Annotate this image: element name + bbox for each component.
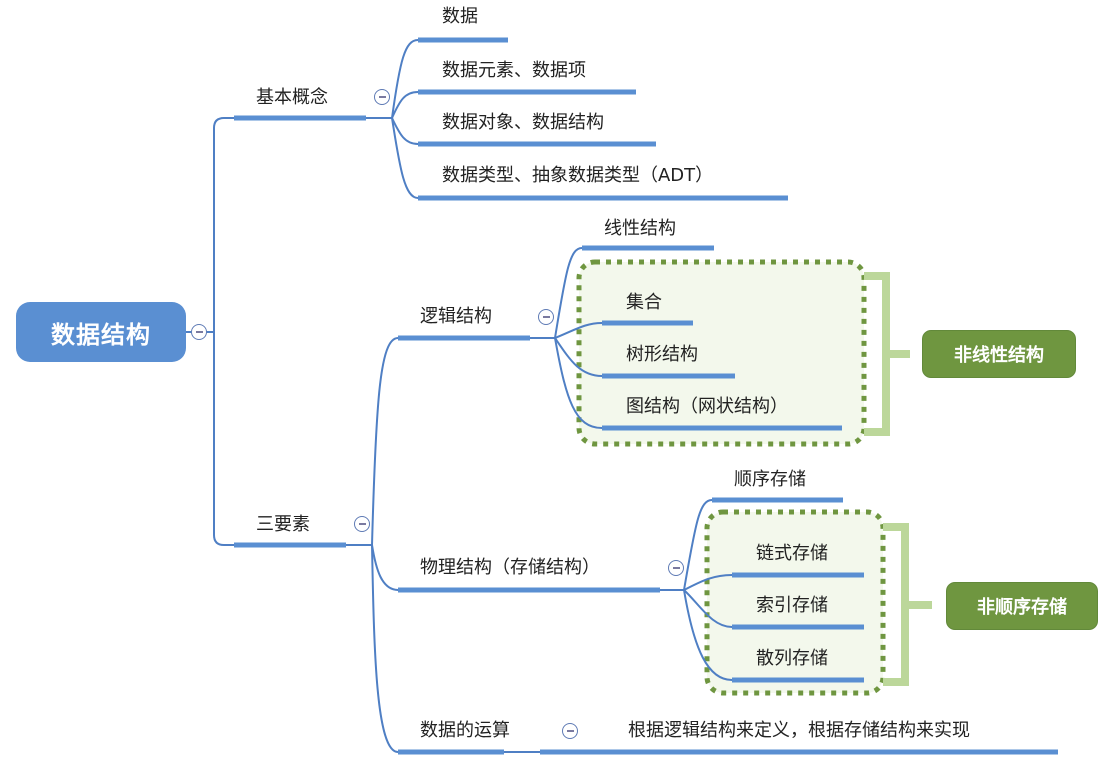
nonlinear-group-box: [576, 259, 867, 447]
subtopic[interactable]: 根据逻辑结构来定义，根据存储结构来实现: [628, 720, 970, 741]
collapse-icon[interactable]: [562, 723, 578, 739]
nonsequential-storage-callout[interactable]: 非顺序存储: [946, 582, 1098, 630]
topic-three-elements[interactable]: 三要素: [256, 514, 310, 535]
subtopic[interactable]: 数据: [442, 6, 478, 27]
nonsequential-bracket: [883, 523, 932, 686]
subtopic[interactable]: 顺序存储: [734, 469, 806, 490]
subtopic[interactable]: 集合: [626, 292, 662, 313]
subtopic[interactable]: 散列存储: [756, 648, 828, 669]
nonsequential-group-box: [704, 509, 886, 696]
callout-label: 非顺序存储: [977, 597, 1067, 618]
root-topic-label: 数据结构: [51, 320, 151, 349]
subtopic[interactable]: 线性结构: [604, 218, 676, 239]
nonlinear-bracket: [864, 272, 910, 436]
subtopic[interactable]: 链式存储: [756, 543, 828, 564]
subtopic[interactable]: 树形结构: [626, 344, 698, 365]
subtopic[interactable]: 数据元素、数据项: [442, 60, 586, 81]
collapse-icon[interactable]: [374, 89, 390, 105]
root-topic[interactable]: 数据结构: [16, 302, 186, 362]
topic-operations[interactable]: 数据的运算: [420, 720, 510, 741]
subtopic[interactable]: 数据类型、抽象数据类型（ADT）: [442, 165, 714, 186]
nonlinear-structure-callout[interactable]: 非线性结构: [922, 330, 1076, 378]
topic-physical-structure[interactable]: 物理结构（存储结构）: [420, 557, 600, 578]
collapse-icon[interactable]: [538, 309, 554, 325]
subtopic[interactable]: 索引存储: [756, 595, 828, 616]
collapse-icon[interactable]: [191, 324, 207, 340]
collapse-icon[interactable]: [354, 516, 370, 532]
callout-label: 非线性结构: [954, 345, 1044, 366]
collapse-icon[interactable]: [668, 560, 684, 576]
subtopic[interactable]: 数据对象、数据结构: [442, 112, 604, 133]
topic-logical-structure[interactable]: 逻辑结构: [420, 306, 492, 327]
topic-basic-concepts[interactable]: 基本概念: [256, 87, 328, 108]
subtopic[interactable]: 图结构（网状结构）: [626, 396, 788, 417]
